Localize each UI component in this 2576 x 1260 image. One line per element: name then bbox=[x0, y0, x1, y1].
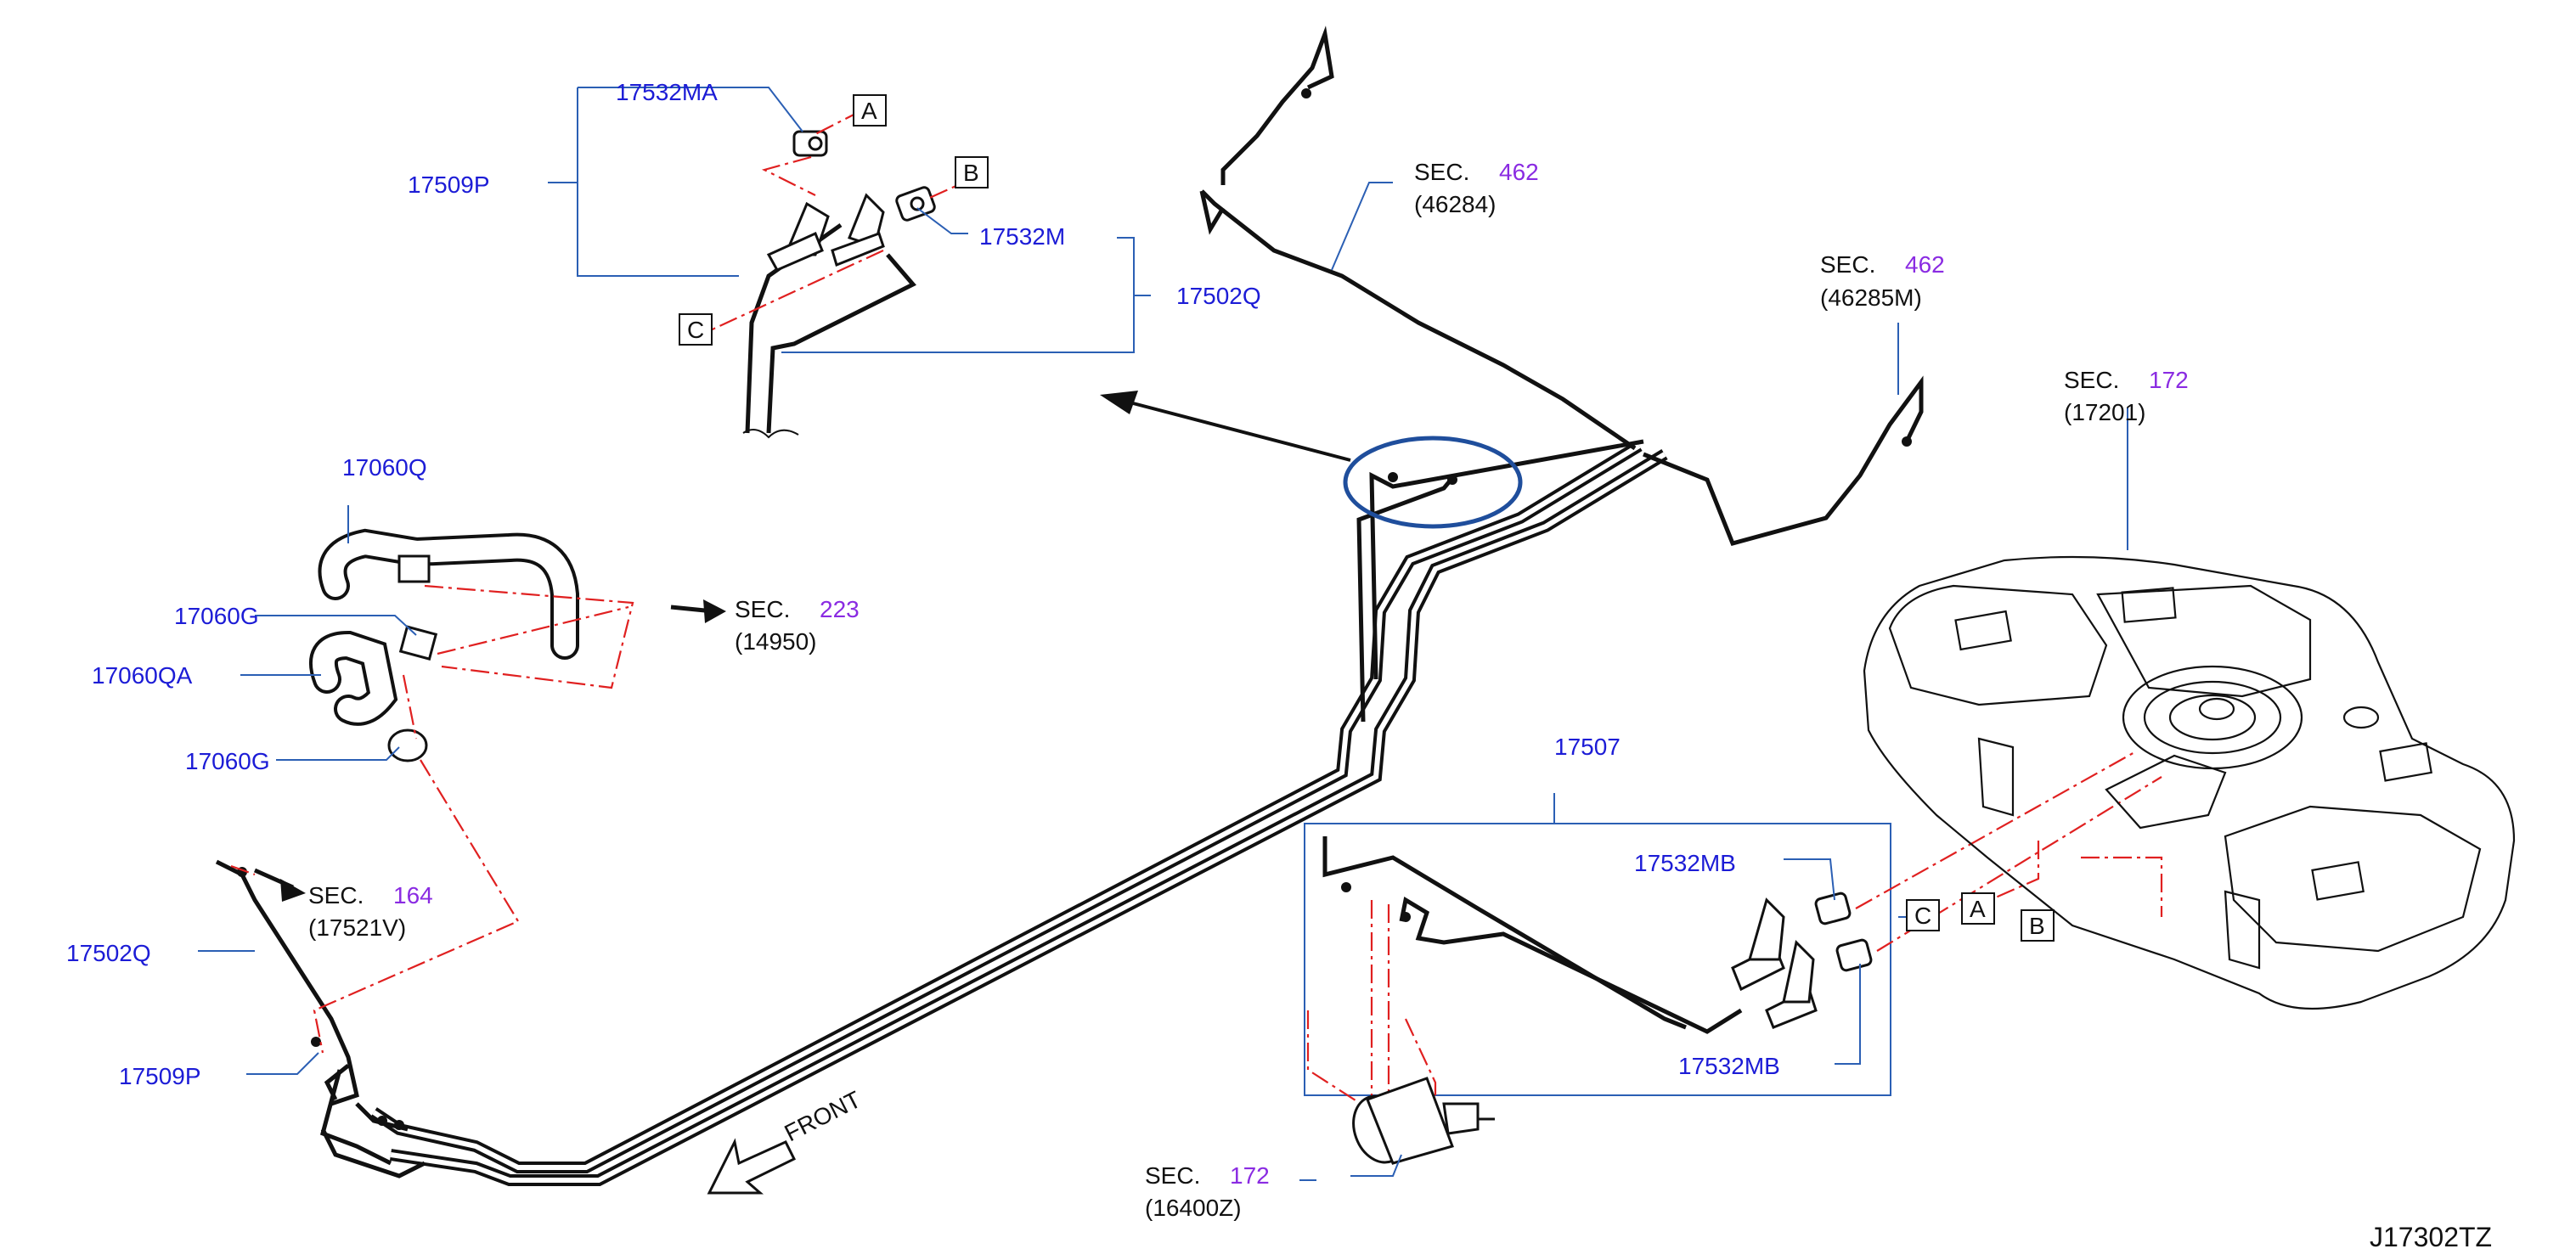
connector-17532M bbox=[895, 186, 936, 222]
callout-a-right: A bbox=[1961, 892, 1995, 925]
label-17060G-a: 17060G bbox=[174, 603, 259, 629]
hose-detail bbox=[198, 505, 726, 1075]
label-17507: 17507 bbox=[1554, 734, 1621, 760]
callout-c-top-text: C bbox=[687, 317, 704, 343]
detail-box-17507 bbox=[1304, 823, 1891, 1096]
junction-17509P bbox=[766, 193, 885, 272]
label-17532MA: 17532MA bbox=[616, 79, 718, 105]
front-arrow: FRONT bbox=[707, 1086, 865, 1195]
detail-17507: C A B bbox=[1304, 751, 2163, 1177]
label-17509P-top: 17509P bbox=[408, 172, 490, 198]
diagram-id: J17302TZ bbox=[2370, 1222, 2492, 1252]
front-label: FRONT bbox=[781, 1086, 865, 1146]
sec-172-a: 172 bbox=[2149, 367, 2189, 393]
code-14950: (14950) bbox=[735, 628, 817, 655]
callout-b-right-text: B bbox=[2029, 913, 2045, 939]
sec-164: 164 bbox=[393, 882, 433, 908]
sec-462-a: 462 bbox=[1499, 159, 1539, 185]
sec-word-14950: SEC. bbox=[735, 596, 790, 622]
sec-223: 223 bbox=[820, 596, 860, 622]
sec-word-16400Z: SEC. bbox=[1145, 1162, 1200, 1189]
label-17532M: 17532M bbox=[979, 223, 1065, 250]
callout-c-right-text: C bbox=[1914, 903, 1931, 929]
zoom-arrow bbox=[1116, 397, 1351, 462]
callout-b-top: B bbox=[955, 156, 989, 188]
label-17509P-left: 17509P bbox=[119, 1063, 201, 1089]
sec-word-46284: SEC. bbox=[1414, 159, 1469, 185]
sec-462-b: 462 bbox=[1905, 251, 1945, 278]
code-16400Z: (16400Z) bbox=[1145, 1195, 1242, 1221]
connector-17532MA bbox=[792, 130, 828, 157]
sec-172-b: 172 bbox=[1230, 1162, 1270, 1189]
label-17060QA: 17060QA bbox=[92, 662, 193, 689]
label-17502Q-top: 17502Q bbox=[1176, 283, 1261, 309]
label-17060Q: 17060Q bbox=[342, 454, 427, 481]
fuel-tank bbox=[1863, 408, 2516, 1010]
label-17532MB-a: 17532MB bbox=[1634, 850, 1736, 876]
callout-b-top-text: B bbox=[963, 160, 979, 186]
callout-a-right-text: A bbox=[1970, 896, 1986, 922]
callout-b-right: B bbox=[2021, 909, 2055, 942]
fuel-filter bbox=[1352, 1077, 1495, 1165]
highlight-circle bbox=[1343, 436, 1523, 529]
sec-word-17521V: SEC. bbox=[308, 882, 364, 908]
callout-a-top: A bbox=[853, 94, 887, 127]
code-46285M: (46285M) bbox=[1820, 284, 1922, 311]
sec-word-17201: SEC. bbox=[2064, 367, 2119, 393]
label-17532MB-b: 17532MB bbox=[1678, 1053, 1780, 1079]
callout-c-top: C bbox=[679, 313, 713, 346]
code-17201: (17201) bbox=[2064, 399, 2146, 425]
sec-word-46285M: SEC. bbox=[1820, 251, 1875, 278]
code-17521V: (17521V) bbox=[308, 914, 406, 941]
label-17060G-b: 17060G bbox=[185, 748, 270, 774]
junction-17507 bbox=[1731, 897, 1818, 1029]
callout-c-right: C bbox=[1906, 899, 1940, 931]
callout-a-top-text: A bbox=[861, 98, 877, 124]
main-fuel-lines bbox=[215, 25, 1924, 1186]
label-17502Q-left: 17502Q bbox=[66, 940, 151, 966]
top-detail: A B C bbox=[548, 87, 1151, 439]
code-46284: (46284) bbox=[1414, 191, 1497, 217]
